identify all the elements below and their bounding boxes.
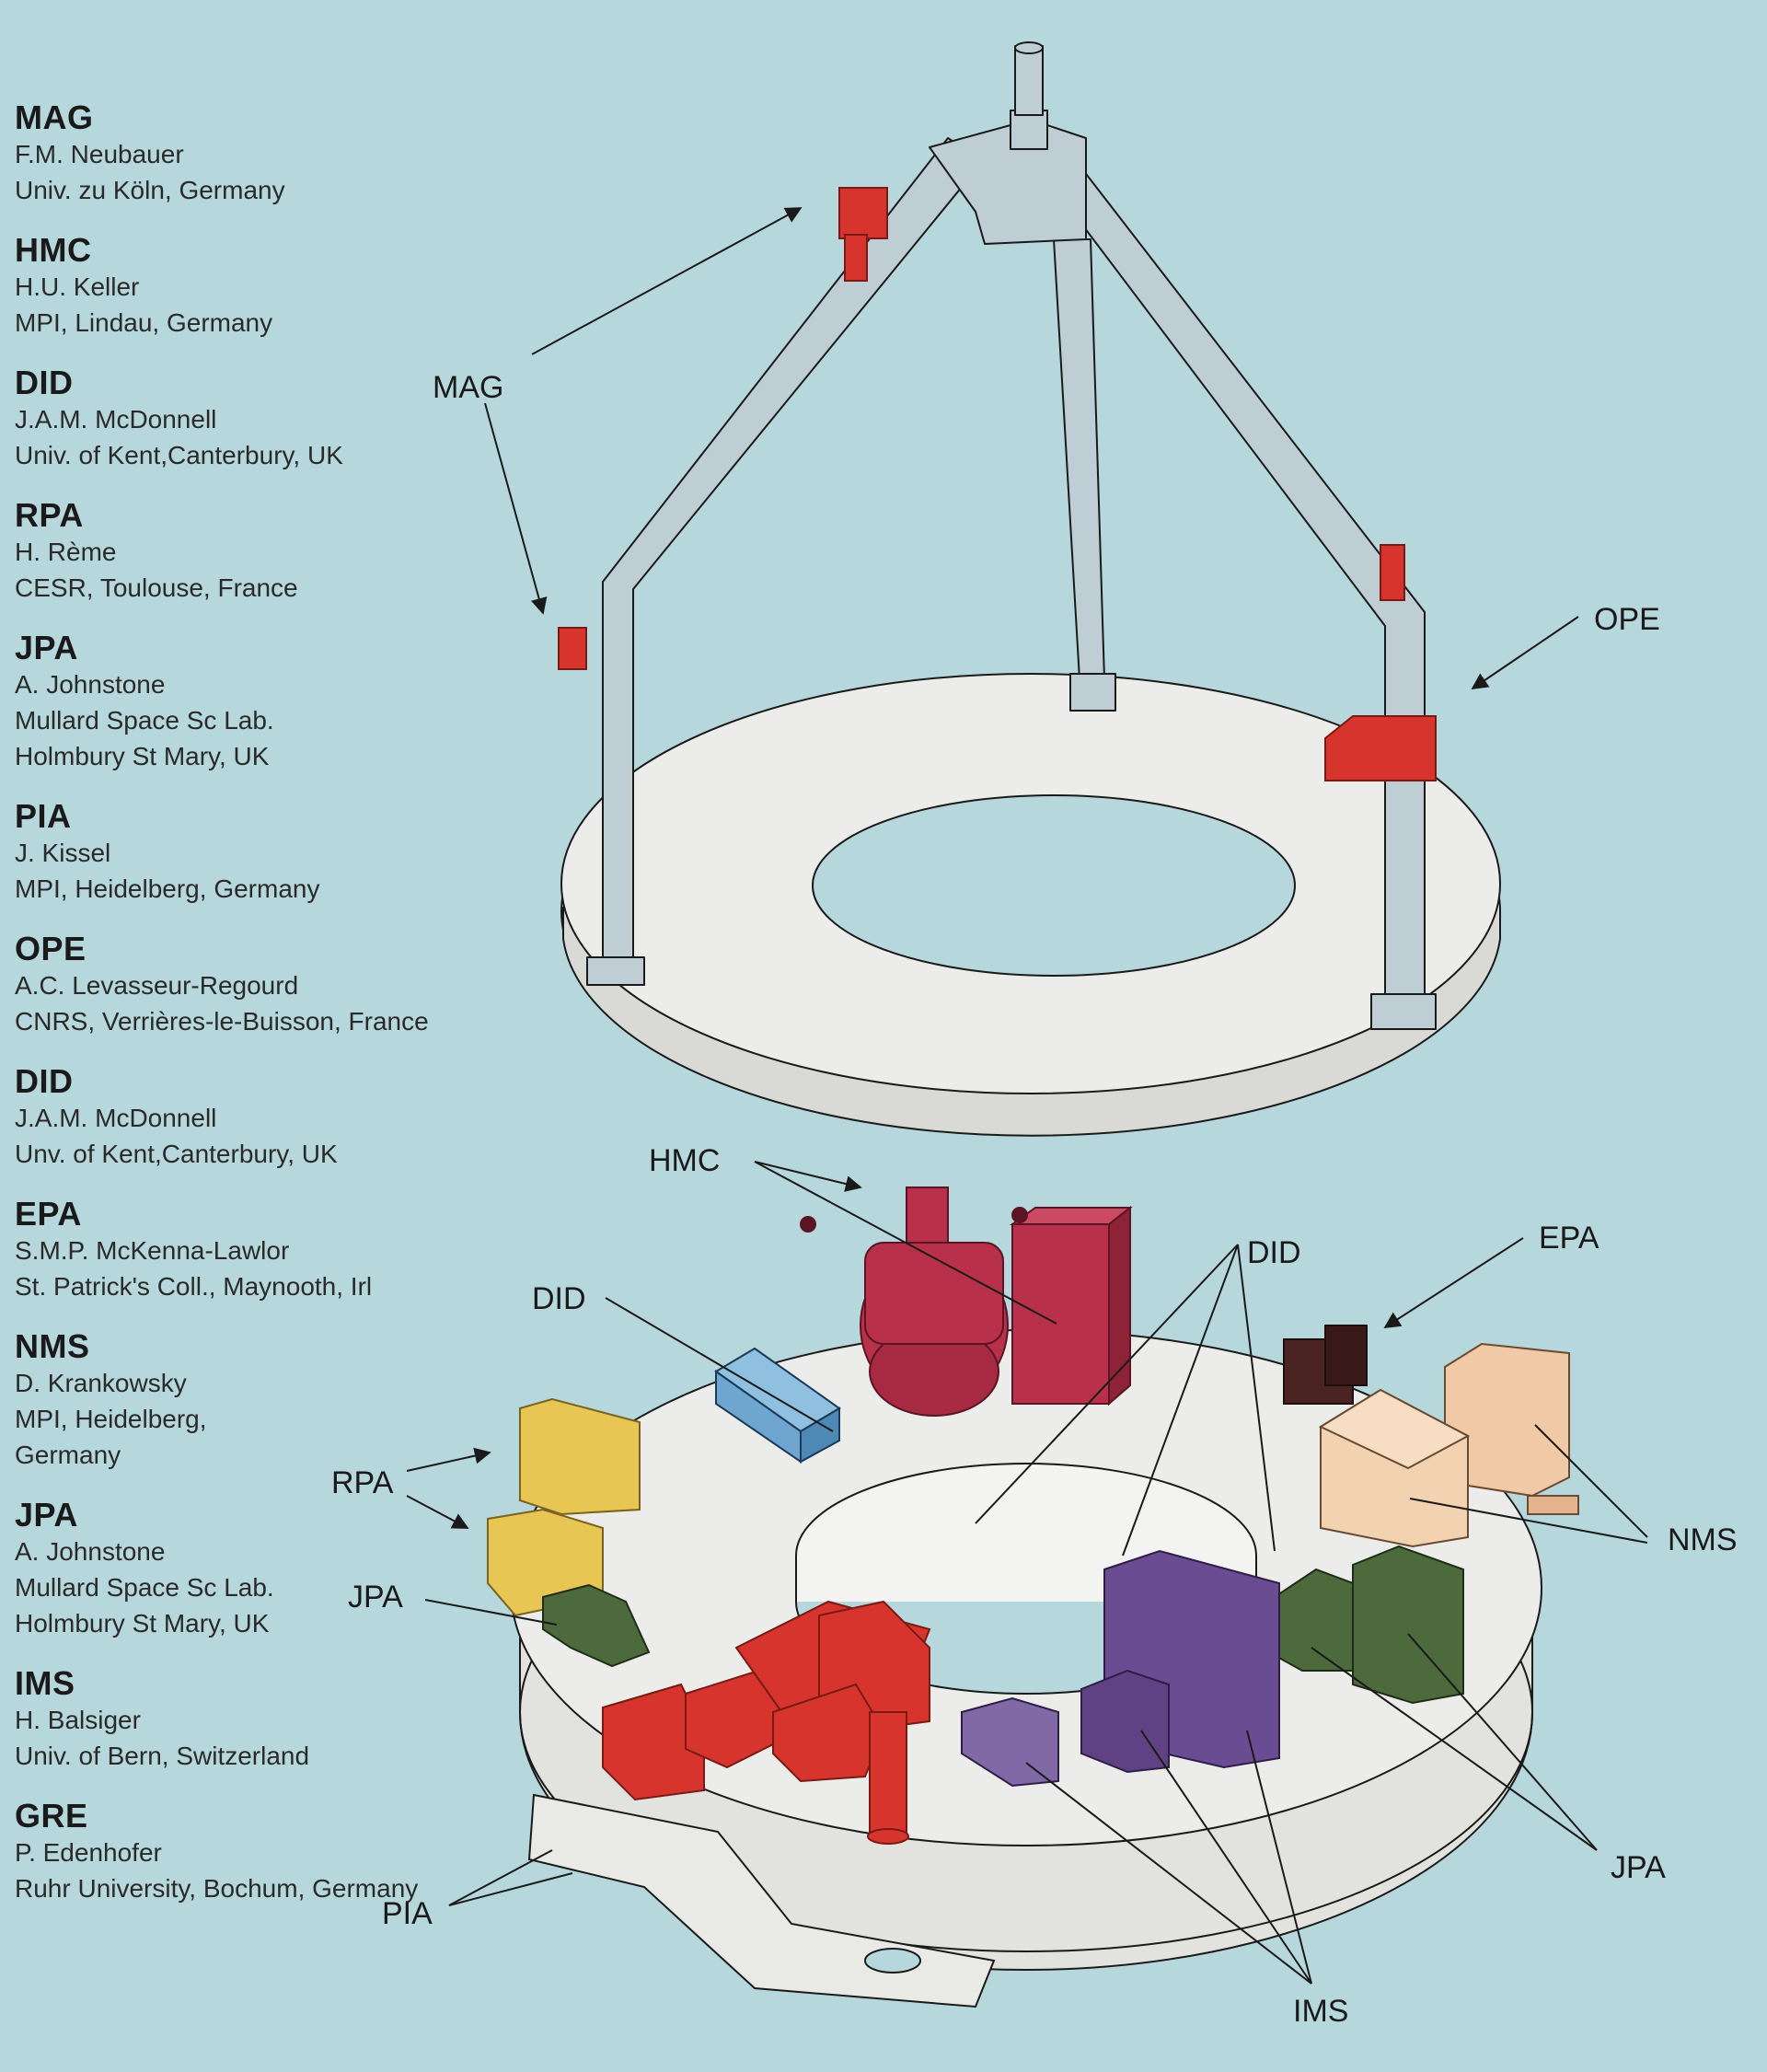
epa-instrument: [1283, 1325, 1368, 1405]
legend-code: IMS: [15, 1664, 75, 1702]
legend-line: Holmbury St Mary, UK: [15, 1609, 270, 1638]
legend-code: HMC: [15, 231, 92, 269]
callout-jpa-left: JPA: [348, 1580, 403, 1615]
legend-line: Unv. of Kent,Canterbury, UK: [15, 1140, 338, 1168]
legend-line: P. Edenhofer: [15, 1838, 162, 1867]
legend-code: MAG: [15, 98, 94, 136]
legend-line: Univ. of Kent,Canterbury, UK: [15, 441, 343, 469]
callout-rpa: RPA: [331, 1465, 394, 1500]
callout-ims: IMS: [1293, 1994, 1348, 2029]
legend-line: F.M. Neubauer: [15, 140, 184, 168]
callout-mag: MAG: [433, 370, 503, 405]
legend-line: MPI, Lindau, Germany: [15, 308, 273, 337]
legend-code: DID: [15, 364, 74, 401]
callout-epa: EPA: [1539, 1221, 1600, 1256]
platform-hole: [812, 794, 1296, 977]
tripod-structure: [586, 41, 1437, 1030]
callout-did-right: DID: [1247, 1235, 1301, 1270]
legend-line: MPI, Heidelberg, Germany: [15, 874, 320, 903]
legend-line: CESR, Toulouse, France: [15, 573, 298, 602]
legend-line: J.A.M. McDonnell: [15, 405, 217, 434]
callout-labels: MAG OPE HMC DID DID EPA RPA NMS JPA JPA …: [331, 370, 1738, 2029]
legend-line: Ruhr University, Bochum, Germany: [15, 1874, 419, 1903]
ope-instrument: [1324, 544, 1437, 781]
legend-line: St. Patrick's Coll., Maynooth, Irl: [15, 1272, 373, 1301]
legend-line: Holmbury St Mary, UK: [15, 742, 270, 770]
callout-ope: OPE: [1594, 602, 1660, 637]
legend-line: H. Rème: [15, 538, 117, 566]
legend-code: JPA: [15, 1496, 78, 1534]
legend-line: MPI, Heidelberg,: [15, 1405, 207, 1433]
legend-line: S.M.P. McKenna-Lawlor: [15, 1236, 290, 1265]
legend-line: A. Johnstone: [15, 1537, 166, 1566]
legend-code: EPA: [15, 1195, 82, 1233]
legend-line: J.A.M. McDonnell: [15, 1104, 217, 1132]
pia-instrument: [602, 1600, 931, 1845]
legend-line: Mullard Space Sc Lab.: [15, 1573, 274, 1602]
legend-code: RPA: [15, 496, 84, 534]
legend-code: NMS: [15, 1327, 90, 1365]
legend-line: H. Balsiger: [15, 1706, 141, 1734]
callout-pia: PIA: [382, 1896, 433, 1931]
callout-jpa-right: JPA: [1611, 1850, 1666, 1885]
legend-code: JPA: [15, 629, 78, 666]
jpa-instrument-right: [1260, 1545, 1464, 1705]
legend-line: J. Kissel: [15, 839, 111, 867]
legend-code: GRE: [15, 1797, 88, 1835]
ims-instrument: [961, 1549, 1280, 1788]
legend-line: H.U. Keller: [15, 272, 140, 301]
legend-line: CNRS, Verrières-le-Buisson, France: [15, 1007, 429, 1036]
legend-line: Univ. zu Köln, Germany: [15, 176, 285, 204]
callout-did-left: DID: [532, 1281, 586, 1316]
callout-nms: NMS: [1668, 1522, 1738, 1557]
upper-platform: [560, 673, 1501, 1137]
legend-code: OPE: [15, 930, 87, 967]
did-sensor: [714, 1347, 841, 1464]
legend-line: Univ. of Bern, Switzerland: [15, 1742, 310, 1770]
legend-code: PIA: [15, 797, 72, 835]
legend-line: Germany: [15, 1441, 121, 1469]
legend-line: Mullard Space Sc Lab.: [15, 706, 274, 735]
jpa-instrument-left: [542, 1583, 651, 1668]
mag-sensors: [558, 187, 888, 670]
callout-hmc: HMC: [649, 1143, 720, 1178]
legend-code: DID: [15, 1062, 74, 1100]
hmc-camera: [800, 1186, 1133, 1417]
callouts: [406, 207, 1648, 1985]
legend-line: A. Johnstone: [15, 670, 166, 699]
legend-line: A.C. Levasseur-Regourd: [15, 971, 299, 1000]
legend-line: D. Krankowsky: [15, 1369, 187, 1397]
nms-instrument: [1318, 1342, 1579, 1548]
